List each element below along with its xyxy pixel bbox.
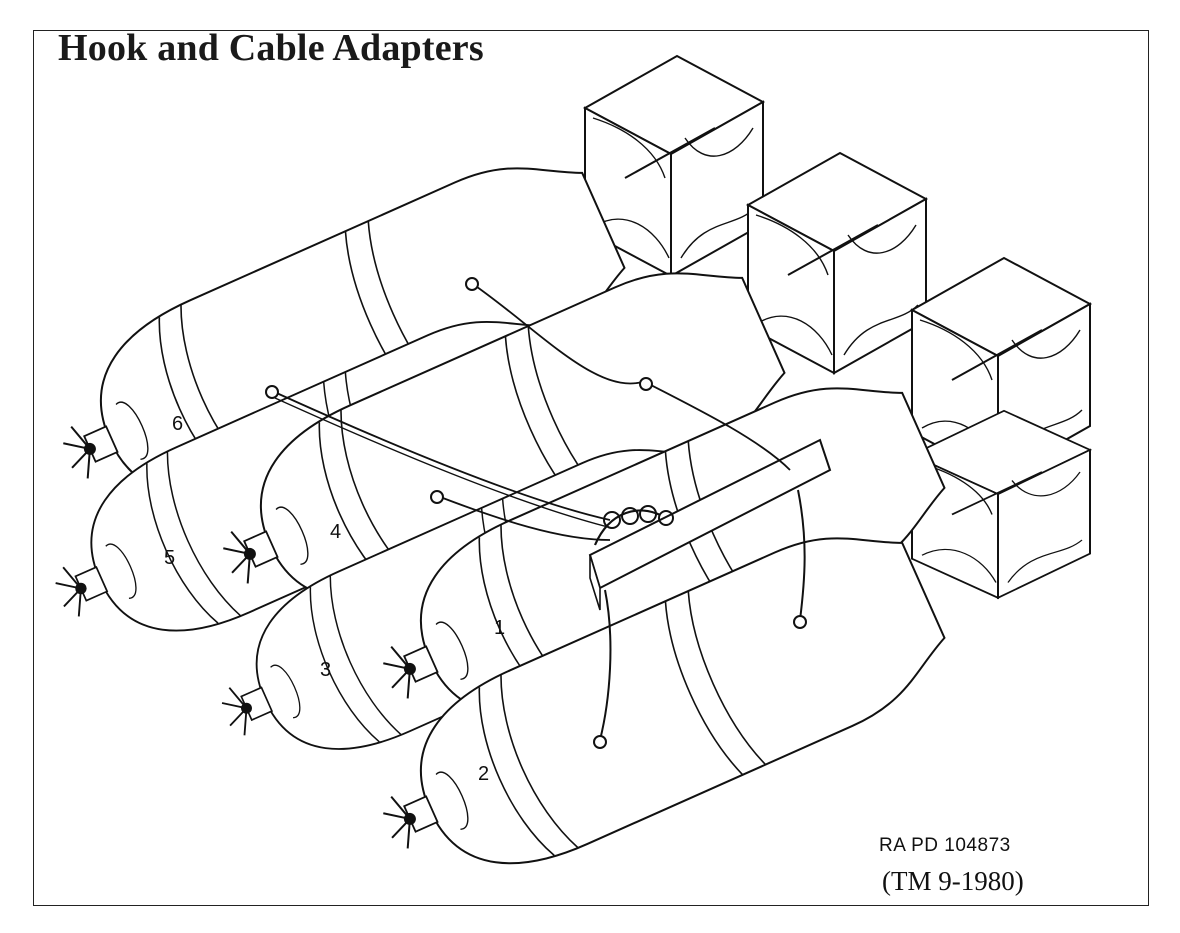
reference-document: (TM 9-1980) [882,866,1024,896]
bomb-label-4: 4 [330,521,341,543]
hook-cable-adapter [265,277,832,749]
reference-code: RA PD 104873 [879,835,1011,856]
tail-fin-box-middle [747,152,927,374]
tail-fin-box-lower [911,257,1091,599]
figure-title: Hook and Cable Adapters [58,27,484,69]
bomb-label-2: 2 [478,763,489,785]
bomb-label-5: 5 [164,547,175,569]
bomb-label-3: 3 [320,659,331,681]
bomb-label-1: 1 [494,617,505,639]
bomb-label-6: 6 [172,413,183,435]
figure-frame [33,30,1149,906]
